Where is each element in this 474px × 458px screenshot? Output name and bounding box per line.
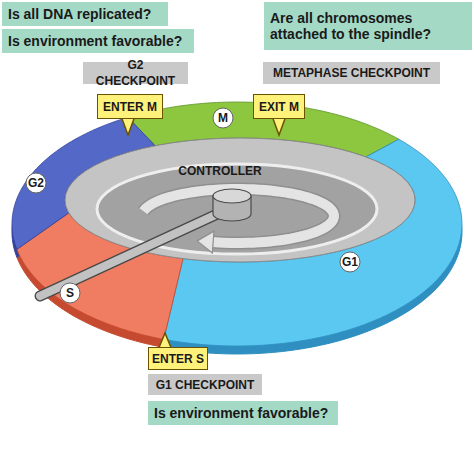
node-text: Is environment favorable?	[154, 405, 328, 421]
node-text: ENTER M	[103, 99, 157, 115]
phase-circle: M	[212, 107, 234, 129]
node-text: S	[66, 285, 74, 301]
cycle-arrowhead	[197, 231, 214, 253]
node-text: Is environment favorable?	[8, 33, 182, 49]
node-text: Are all chromosomes attached to the spin…	[270, 10, 466, 42]
phase-circle: G2	[25, 172, 47, 194]
transition-marker: EXIT M	[253, 94, 305, 119]
node-text: EXIT M	[259, 99, 299, 115]
checkpoint-label: G1 CHECKPOINT	[148, 374, 262, 395]
knob-top	[213, 189, 251, 203]
phase-circle-outline	[26, 173, 46, 193]
controller-platform	[65, 138, 415, 262]
transition-marker: ENTER S	[148, 347, 208, 370]
question-box: Is environment favorable?	[148, 401, 338, 425]
node-text: G2	[28, 175, 44, 191]
node-text: M	[218, 110, 228, 126]
question-box: Is all DNA replicated?	[2, 2, 168, 26]
controller-label: CONTROLLER	[160, 164, 280, 178]
transition-marker: ENTER M	[97, 94, 163, 119]
phase-circle-outline	[60, 283, 80, 303]
node-text: G1 CHECKPOINT	[156, 377, 255, 393]
cell-cycle-ring	[12, 102, 462, 354]
node-text: METAPHASE CHECKPOINT	[273, 65, 430, 81]
checkpoint-label: G2 CHECKPOINT	[83, 62, 188, 84]
checkpoint-label: METAPHASE CHECKPOINT	[263, 62, 440, 84]
question-box: Are all chromosomes attached to the spin…	[264, 2, 472, 50]
controller-center	[97, 164, 377, 254]
phase-circle-outline	[340, 252, 360, 272]
phase-circle: S	[59, 282, 81, 304]
phase-circle: G1	[339, 251, 361, 273]
node-text: G1	[342, 254, 358, 270]
phase-circle-outline	[213, 108, 233, 128]
node-text: Is all DNA replicated?	[8, 6, 151, 22]
node-text: ENTER S	[152, 351, 204, 367]
question-box: Is environment favorable?	[2, 29, 194, 53]
node-text: G2 CHECKPOINT	[87, 57, 184, 89]
